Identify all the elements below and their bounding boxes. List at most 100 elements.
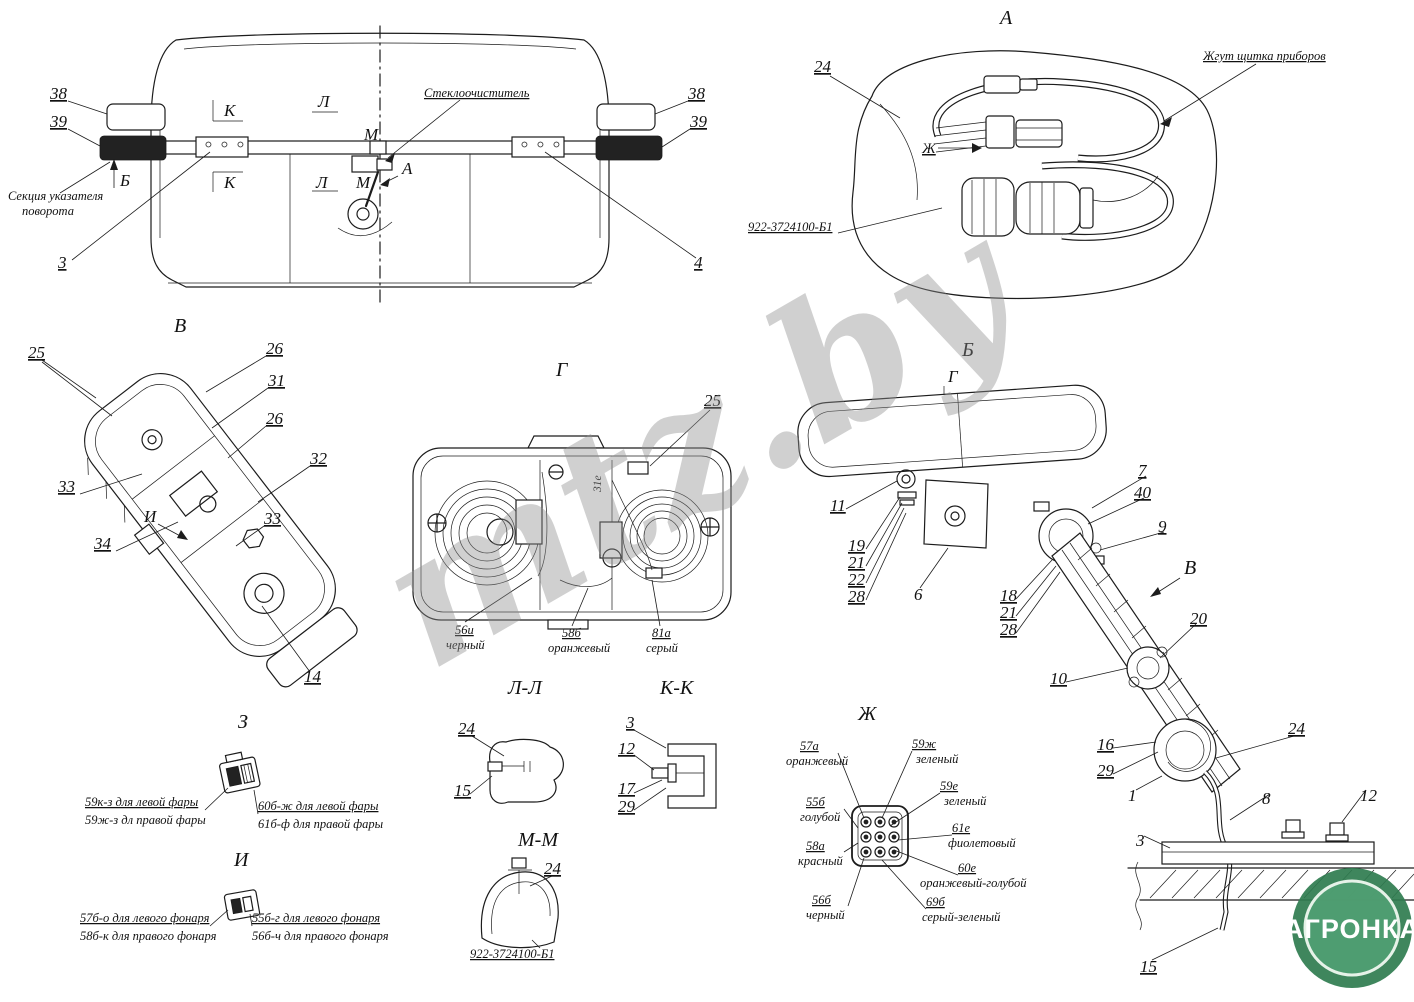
callout-28-left: 28 (848, 587, 866, 606)
bolt-head (651, 767, 669, 779)
callout-3: 3 (1135, 831, 1145, 850)
bottom-tab (547, 619, 589, 630)
pin-55b-id: 55б (806, 795, 826, 809)
leader-lines (829, 63, 1257, 234)
view-zh-title: Ж (857, 703, 878, 725)
callout-32: 32 (309, 449, 328, 468)
callout-24: 24 (544, 859, 562, 878)
view-v: В 25 26 31 26 32 33 34 И 33 14 (28, 315, 358, 688)
bulb-left (486, 518, 514, 546)
section-mm-title: М-М (517, 829, 559, 851)
callout-10: 10 (1050, 669, 1068, 688)
marker-lamp-right (596, 103, 656, 131)
connector-pin-dark (225, 765, 243, 787)
logo-text: АГРОНКА (1284, 914, 1414, 944)
callout-3: 3 (625, 713, 635, 732)
wiper-sweep-arc (337, 221, 393, 236)
housing-ribs (131, 435, 264, 563)
bracket-plate (923, 479, 989, 549)
view-v-title: В (174, 315, 186, 337)
view-z: З 59к-з для левой фары 59ж-з дл правой ф… (85, 711, 384, 831)
connector-mid-plug (985, 115, 1015, 149)
view-a-title: А (998, 7, 1013, 29)
connector-pin-light (242, 895, 254, 913)
z-left-label-top: 59к-з для левой фары (85, 795, 199, 809)
view-g: Г 25 31е 56и черный 58б оранжевый 81а се… (412, 359, 732, 655)
callout-38-left: 38 (49, 84, 68, 103)
arm-end-loop-inner (1165, 718, 1211, 772)
pin-69b-id: 69б (926, 895, 946, 909)
base-bolt-2-head (1329, 822, 1345, 836)
arrowhead (177, 530, 188, 540)
pin-56b-color: черный (806, 908, 845, 922)
reflector-left-rings (434, 480, 540, 586)
connector-mid-lines (1016, 127, 1062, 141)
wire-58b-id: 58б (562, 626, 582, 640)
section-mark-k-bottom: К (223, 173, 237, 192)
pin-rings (860, 816, 900, 858)
bracket-profile (489, 738, 564, 804)
view-i-title: И (233, 849, 250, 871)
base-bolt-1-head (1285, 819, 1301, 833)
leader-lines (41, 355, 311, 673)
callout-24: 24 (814, 57, 832, 76)
screw-top (548, 464, 564, 480)
pin-59e-color: зеленый (943, 794, 987, 808)
screw-boss (141, 429, 163, 451)
section-mark-m-top: М (363, 125, 379, 144)
callout-25: 25 (28, 343, 45, 362)
callout-11: 11 (830, 496, 846, 515)
view-b-title: Б (961, 339, 974, 361)
view-mark-v: В (1184, 557, 1196, 579)
washer-1 (897, 491, 917, 499)
pin-69b-color: серый-зеленый (922, 910, 1001, 924)
z-left-label-bottom: 59ж-з дл правой фары (85, 813, 206, 827)
arrowhead (1150, 587, 1161, 597)
wire-fan (933, 121, 987, 153)
wire-56i-color: черный (446, 638, 485, 652)
view-mark-b: Б (119, 171, 130, 190)
bulb-holder-left (515, 499, 543, 545)
callout-12: 12 (1360, 786, 1378, 805)
pin-58a-color: красный (798, 854, 844, 868)
leader-lines (209, 909, 253, 927)
pin-58a-id: 58а (806, 839, 825, 853)
connector-inner (857, 811, 903, 861)
callout-39-left: 39 (49, 112, 68, 131)
leader-lines (845, 475, 1367, 961)
agronka-logo: АГРОНКА (1284, 868, 1414, 988)
marker-lamp-left (106, 103, 166, 131)
wires (537, 471, 653, 587)
callout-20: 20 (1190, 609, 1208, 628)
wire-56i-id: 56и (455, 623, 474, 637)
leader-lines (204, 787, 259, 815)
section-mark-k-top: К (223, 101, 237, 120)
callout-21-left: 21 (848, 553, 865, 572)
callout-26-top: 26 (266, 339, 284, 358)
wiper-motor (351, 155, 379, 173)
arrowhead (110, 159, 118, 170)
wiper-label: Стеклоочиститель (424, 86, 530, 100)
wiper-hub (347, 198, 379, 230)
pin-centers (863, 819, 897, 855)
i-right-label-bottom: 56б-ч для правого фонаря (252, 929, 389, 943)
bolt-stem (502, 761, 531, 772)
callout-31: 31 (267, 371, 285, 390)
hex-bolt (242, 528, 265, 549)
callout-26-mid: 26 (266, 409, 284, 428)
washer (667, 763, 677, 783)
housing-inner (95, 384, 325, 646)
leader-lines (469, 735, 505, 795)
base-bolt-1-washer (1281, 831, 1305, 839)
callout-25: 25 (704, 391, 721, 410)
housing-inner (807, 394, 1097, 468)
callout-14: 14 (304, 667, 322, 686)
round-connector-ribs (971, 175, 1159, 235)
wire-81a-id: 81а (652, 626, 671, 640)
connector-small-top (983, 75, 1021, 94)
pin-lines (243, 764, 252, 783)
callout-28-mid: 28 (1000, 620, 1018, 639)
panel-inner-curve (879, 103, 918, 201)
housing-divider (957, 393, 963, 468)
